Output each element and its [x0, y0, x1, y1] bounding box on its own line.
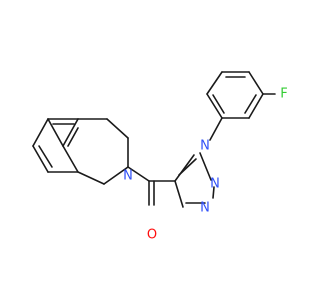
bond-double: [212, 186, 215, 199]
bond: [248, 71, 264, 95]
bond-lines: [32, 71, 276, 208]
bond: [62, 145, 79, 173]
bond: [32, 118, 49, 147]
bond: [174, 180, 184, 208]
bond: [206, 71, 223, 95]
bond-double-inner: [244, 94, 257, 114]
bond-double-inner: [67, 127, 79, 147]
bond: [174, 154, 195, 182]
bond: [77, 171, 105, 185]
bond: [206, 93, 223, 119]
molecule-structure-diagram: F N N N N O: [32, 71, 288, 243]
bond: [62, 118, 79, 147]
fluorine-atom-label: F: [280, 87, 287, 102]
triazole-n2-label: N: [210, 177, 220, 192]
bond-double-inner: [212, 94, 225, 114]
triazole-n3-label: N: [200, 201, 210, 216]
carbonyl-o-label: O: [147, 228, 157, 243]
triazole-n1-label: N: [200, 139, 210, 154]
bond: [103, 166, 129, 185]
bond-double-inner: [38, 145, 53, 168]
bond: [199, 152, 212, 181]
molecule-canvas: F N N N N O: [32, 71, 288, 243]
bond-double: [178, 158, 197, 176]
bond: [248, 93, 264, 119]
atom-labels: F N N N N O: [123, 87, 288, 243]
amide-n-label: N: [123, 169, 133, 184]
bond: [106, 118, 129, 139]
bond: [47, 118, 64, 147]
bond: [32, 145, 49, 173]
bond-to-triazole: [209, 117, 223, 141]
bond-to-amide-n: [127, 166, 150, 182]
